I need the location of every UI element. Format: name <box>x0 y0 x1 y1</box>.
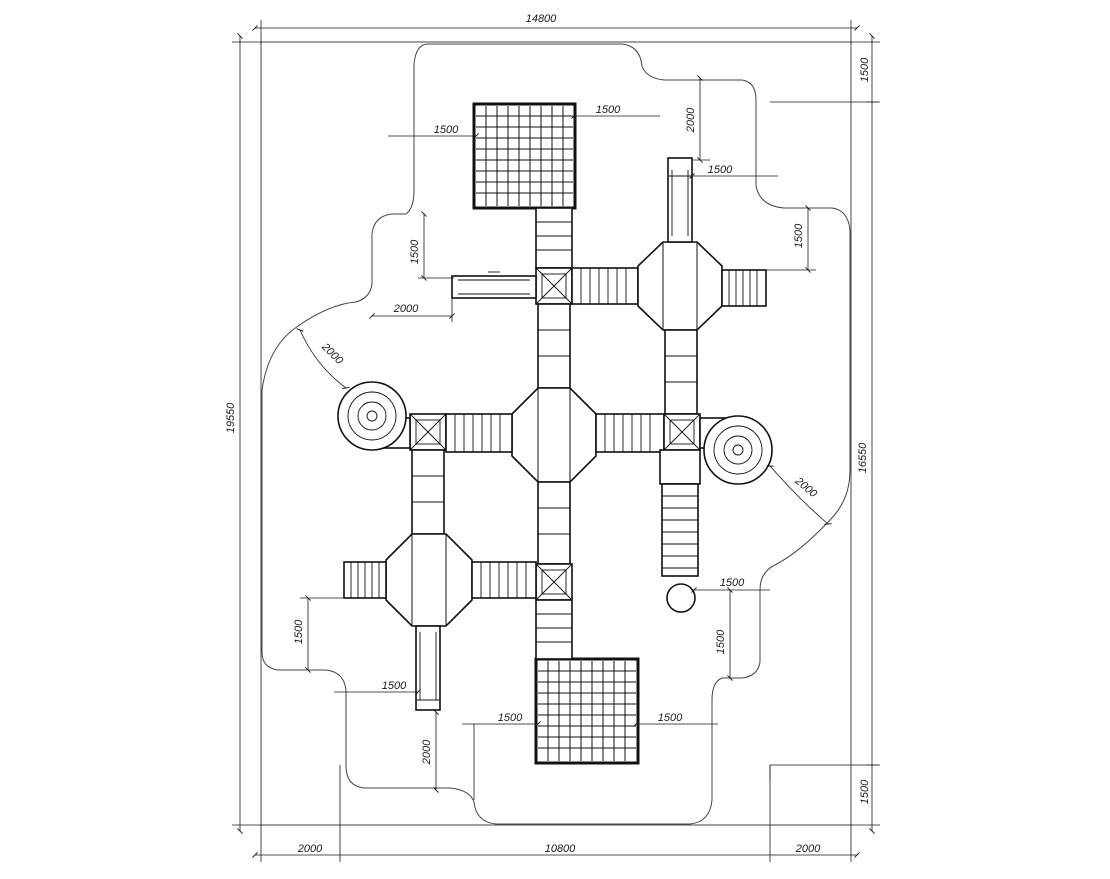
bridge-center-right <box>595 413 665 453</box>
dim-bottom-left: 2000 <box>297 843 323 855</box>
cargo-net-bottom <box>534 657 640 765</box>
tube-slide-right <box>661 483 699 577</box>
bridge-center-left <box>445 413 513 453</box>
dimension-lines <box>232 20 880 862</box>
cargo-net-top <box>472 102 577 210</box>
ladder-right <box>659 449 701 485</box>
dim-bottom-gap: 2000 <box>421 739 433 765</box>
tower-platform-lower-left <box>385 533 473 627</box>
dim-right-top: 1500 <box>859 57 871 82</box>
central-upper-bridge <box>535 207 573 269</box>
central-column-lower <box>537 481 571 565</box>
dim-net-bottom-right: 1500 <box>658 712 683 724</box>
tower-platform-upper-right <box>637 241 723 331</box>
safety-zone-outline <box>261 43 851 825</box>
dim-bottom-right: 2000 <box>795 843 821 855</box>
dim-slide-left-height: 1500 <box>409 239 421 264</box>
dim-slide-bottom-left: 1500 <box>382 680 407 692</box>
dim-top-gap: 2000 <box>685 107 697 133</box>
dim-tube-right: 1500 <box>720 577 745 589</box>
dim-tower-right-top: 1500 <box>708 164 733 176</box>
bridge-lower-left <box>471 561 537 599</box>
dim-tube-right-down: 1500 <box>715 629 727 654</box>
cargo-net-top-grid <box>476 106 573 206</box>
column-right-upper <box>664 329 698 415</box>
tube-slide-right-exit <box>666 583 696 613</box>
dim-stairs-left-bottom: 1500 <box>293 619 305 644</box>
dim-slide-left-width: 2000 <box>393 303 419 315</box>
playground-equipment <box>337 102 773 765</box>
dim-inner-height: 16550 <box>857 442 869 473</box>
dim-right-bottom: 1500 <box>859 779 871 804</box>
central-lower-bridge <box>535 599 573 660</box>
dim-spiral-left-radius: 2000 <box>319 340 346 367</box>
dim-net-top-right: 1500 <box>596 104 621 116</box>
dim-overall-width: 14800 <box>526 13 557 25</box>
dim-spiral-right-radius: 2000 <box>792 475 820 501</box>
dim-net-top-left: 1500 <box>434 124 459 136</box>
dim-overall-height: 19550 <box>225 402 237 433</box>
central-column-upper <box>537 303 571 389</box>
cargo-net-bottom-grid <box>538 661 636 761</box>
dim-net-bottom-left: 1500 <box>498 712 523 724</box>
slide-upper-left <box>451 275 537 299</box>
column-left-lower <box>411 449 445 535</box>
dim-bottom-middle: 10800 <box>545 843 576 855</box>
bridge-upper-right <box>571 267 639 305</box>
site-boundary <box>260 41 852 826</box>
dim-stairs-right: 1500 <box>793 223 805 248</box>
central-tower-platform <box>511 387 597 483</box>
